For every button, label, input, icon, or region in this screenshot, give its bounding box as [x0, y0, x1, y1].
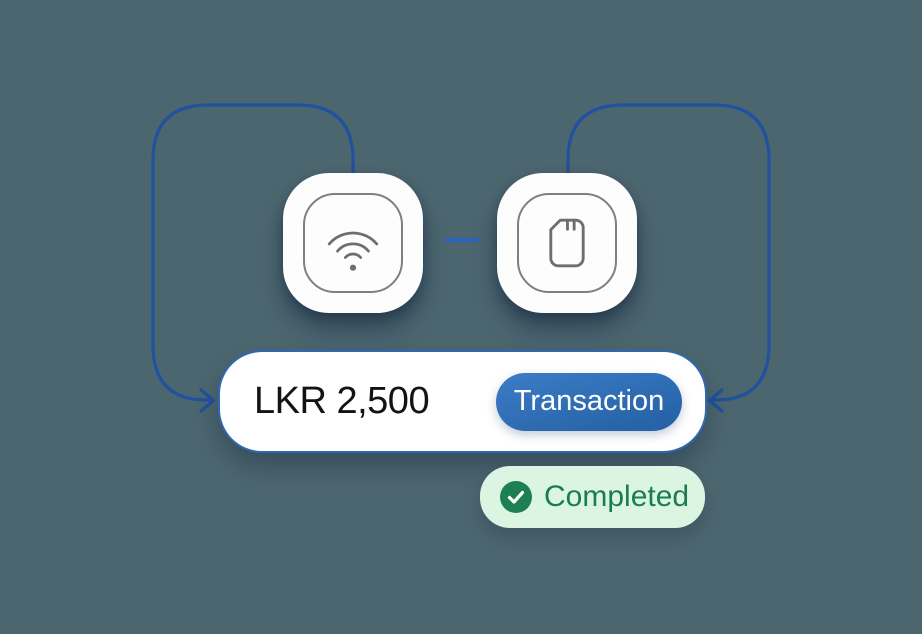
flow-arrowhead-right — [707, 388, 724, 413]
contactless-device-frame — [303, 193, 403, 293]
status-label: Completed — [544, 480, 690, 513]
flow-arrow-left — [151, 103, 355, 402]
amount-text: LKR 2,500 — [254, 380, 430, 422]
flow-arrow-right — [566, 103, 771, 402]
sim-card-icon — [549, 218, 585, 268]
transaction-button[interactable]: Transaction — [496, 372, 682, 431]
sim-device-frame — [517, 193, 617, 293]
check-circle-icon — [500, 481, 532, 513]
contactless-wifi-icon — [327, 231, 379, 271]
sim-device-card — [497, 173, 637, 313]
status-badge: Completed — [480, 466, 705, 528]
contactless-device-card — [283, 173, 423, 313]
flow-arrowhead-left — [199, 388, 216, 413]
transaction-card: LKR 2,500 Transaction — [218, 350, 707, 453]
